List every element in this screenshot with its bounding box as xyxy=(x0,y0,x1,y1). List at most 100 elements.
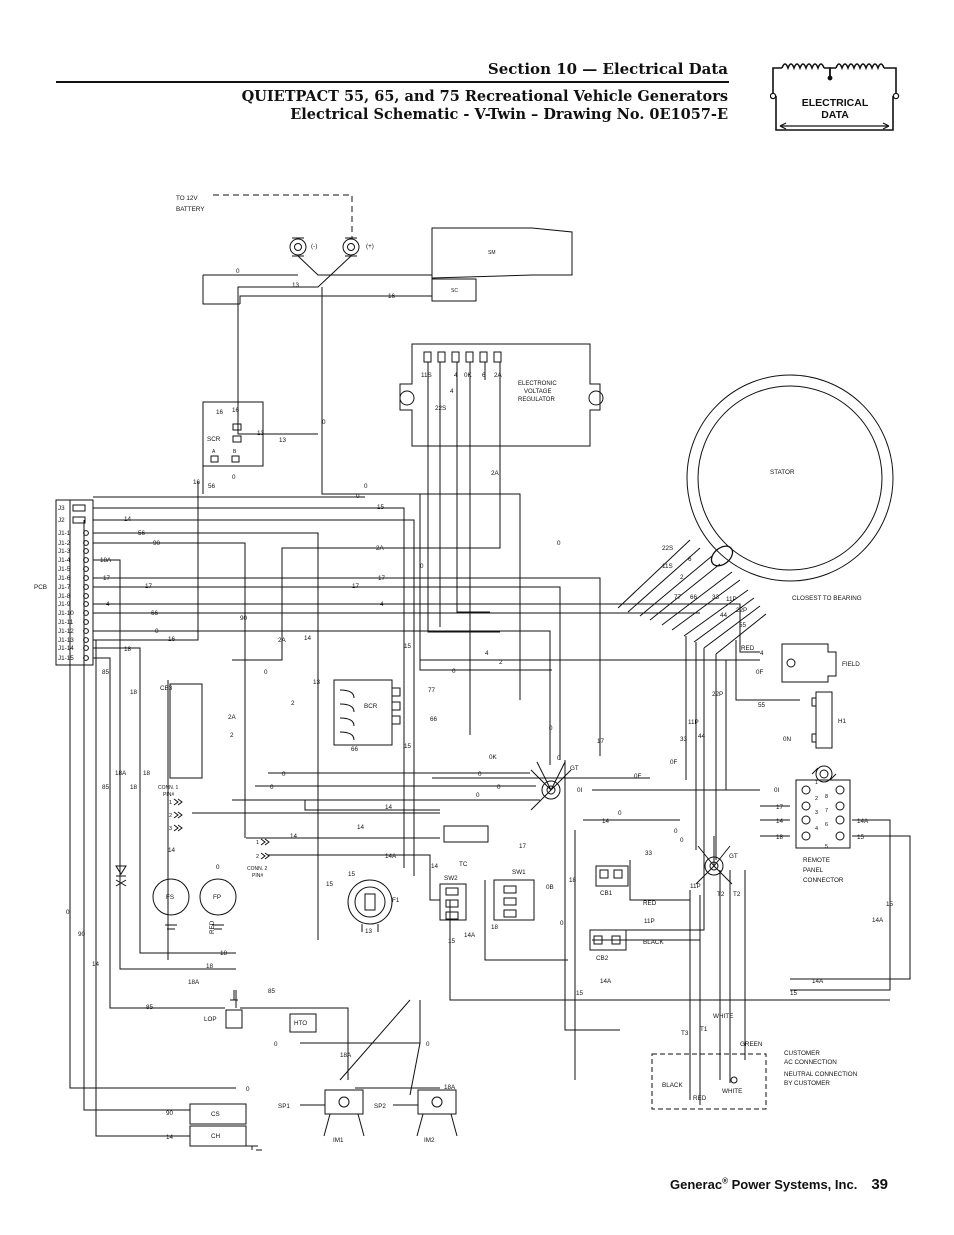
wire-label: 0 xyxy=(270,784,274,791)
pcb-pin xyxy=(83,575,89,581)
pcb-pin-label: J1-1 xyxy=(58,530,71,537)
wire-label: 17 xyxy=(352,583,360,590)
wire-label: 0 xyxy=(674,828,678,835)
ch-label: CH xyxy=(211,1133,221,1140)
wire-label: 18A xyxy=(444,1084,456,1091)
remote-label-line2: PANEL xyxy=(803,867,824,874)
wire-label: 0 xyxy=(232,474,236,481)
starter-contactor-shape xyxy=(431,278,477,302)
wire-label: 14 xyxy=(290,833,298,840)
remote-pin-number: 7 xyxy=(825,808,828,814)
wire-label: T2 xyxy=(717,891,725,898)
pcb-jack xyxy=(72,516,86,524)
fuse-f1 xyxy=(347,879,393,932)
wire-label: 55 xyxy=(739,622,747,629)
page-number: 39 xyxy=(871,1176,888,1193)
wire-label: 0 xyxy=(356,493,360,500)
footer-company-rest: Power Systems, Inc. xyxy=(727,1177,858,1192)
f1-label: F1 xyxy=(392,897,400,904)
lop-label: LOP xyxy=(204,1016,217,1023)
wire-label: 2A xyxy=(376,545,385,552)
bcr-rectifier xyxy=(333,679,393,746)
customer-label-line4: BY CUSTOMER xyxy=(784,1080,830,1087)
wire-label: 0K xyxy=(489,754,498,761)
wire-label: 0 xyxy=(364,483,368,490)
wire-label: 66 xyxy=(351,746,359,753)
pcb-pin-label: J2 xyxy=(58,517,65,524)
wire-label: 56 xyxy=(208,483,216,490)
sp1-label: SP1 xyxy=(278,1103,290,1110)
wire-label: 0 xyxy=(560,920,564,927)
wire-label: 14 xyxy=(92,961,100,968)
wire-label: 77 xyxy=(674,594,682,601)
wire-label: 0 xyxy=(282,771,286,778)
pcb-pin-label: J1-8 xyxy=(58,593,71,600)
pcb-pin xyxy=(83,593,89,599)
customer-label-line1: CUSTOMER xyxy=(784,1050,820,1057)
conn2-pin-number: 2 xyxy=(256,854,259,860)
wire-label: 0 xyxy=(680,837,684,844)
pcb-pin-label: J1-6 xyxy=(58,575,71,582)
stator xyxy=(686,374,894,582)
wire-label: 0I xyxy=(774,787,780,794)
wire-label: 33 xyxy=(712,594,720,601)
fp-label: FP xyxy=(213,894,221,901)
hto-label: HTO xyxy=(294,1020,307,1027)
field-label: FIELD xyxy=(842,661,860,668)
ground-terminal-gt xyxy=(541,780,561,800)
wire-label: 2 xyxy=(230,732,234,739)
pcb-pin xyxy=(83,566,89,572)
wire-label: 14A xyxy=(600,978,612,985)
wire-label: 15 xyxy=(790,990,798,997)
evr-terminal-label: 11S xyxy=(421,372,432,379)
pcb-pin xyxy=(83,610,89,616)
wire-label: 16 xyxy=(388,293,396,300)
wire-label: 4 xyxy=(450,388,454,395)
pcb-pin-label: J1-12 xyxy=(58,628,74,635)
wire-label: 2 xyxy=(291,700,295,707)
cs-label: CS xyxy=(211,1111,220,1118)
wire-label: 4 xyxy=(380,601,384,608)
hto-switch xyxy=(289,1013,317,1033)
wire-label: T1 xyxy=(700,1026,708,1033)
wire-color-red-customer: RED xyxy=(693,1095,707,1102)
sw1-label: SW1 xyxy=(512,869,526,876)
scr-a-label: A xyxy=(212,449,216,455)
evr-label-line2: VOLTAGE xyxy=(524,389,551,395)
wire-label: 22S xyxy=(435,405,446,412)
wire-label: 18A xyxy=(115,770,127,777)
im2-label: IM2 xyxy=(424,1137,435,1144)
wire-label: 0 xyxy=(236,268,240,275)
wire-label: 15 xyxy=(326,881,334,888)
pcb-pin xyxy=(83,530,89,536)
wire-label: 17 xyxy=(103,575,111,582)
wire-label: 13 xyxy=(279,437,287,444)
remote-label-line3: CONNECTOR xyxy=(803,877,844,884)
conn2-pin xyxy=(260,852,270,860)
header-rule xyxy=(56,81,729,83)
wire-label: 90 xyxy=(166,1110,174,1117)
wire-color-white-customer: WHITE xyxy=(722,1088,742,1095)
wire-label: 44 xyxy=(720,612,728,619)
wire-label: 0 xyxy=(420,563,424,570)
wire-label: 0I xyxy=(577,787,583,794)
fs-label: FS xyxy=(166,894,174,901)
wire-label: 14 xyxy=(602,818,610,825)
voltage-regulator xyxy=(399,343,601,447)
wire-label: 85 xyxy=(102,669,110,676)
wire-label: 15 xyxy=(404,743,412,750)
scr-module xyxy=(202,401,264,467)
pcb-pin-label: J1-2 xyxy=(58,540,71,547)
wire-label: 18 xyxy=(206,963,214,970)
pcb-pin xyxy=(83,557,89,563)
wire-label: 90 xyxy=(240,615,248,622)
field-brush-holder xyxy=(781,643,837,683)
wire-label: 2A xyxy=(491,470,500,477)
wire-label: 66 xyxy=(430,716,438,723)
wire-label: 55 xyxy=(758,702,766,709)
cb1-label: CB1 xyxy=(600,890,613,897)
wire-label: 2A xyxy=(228,714,237,721)
electrical-data-badge xyxy=(770,63,900,131)
wire-label: 14A xyxy=(385,853,397,860)
